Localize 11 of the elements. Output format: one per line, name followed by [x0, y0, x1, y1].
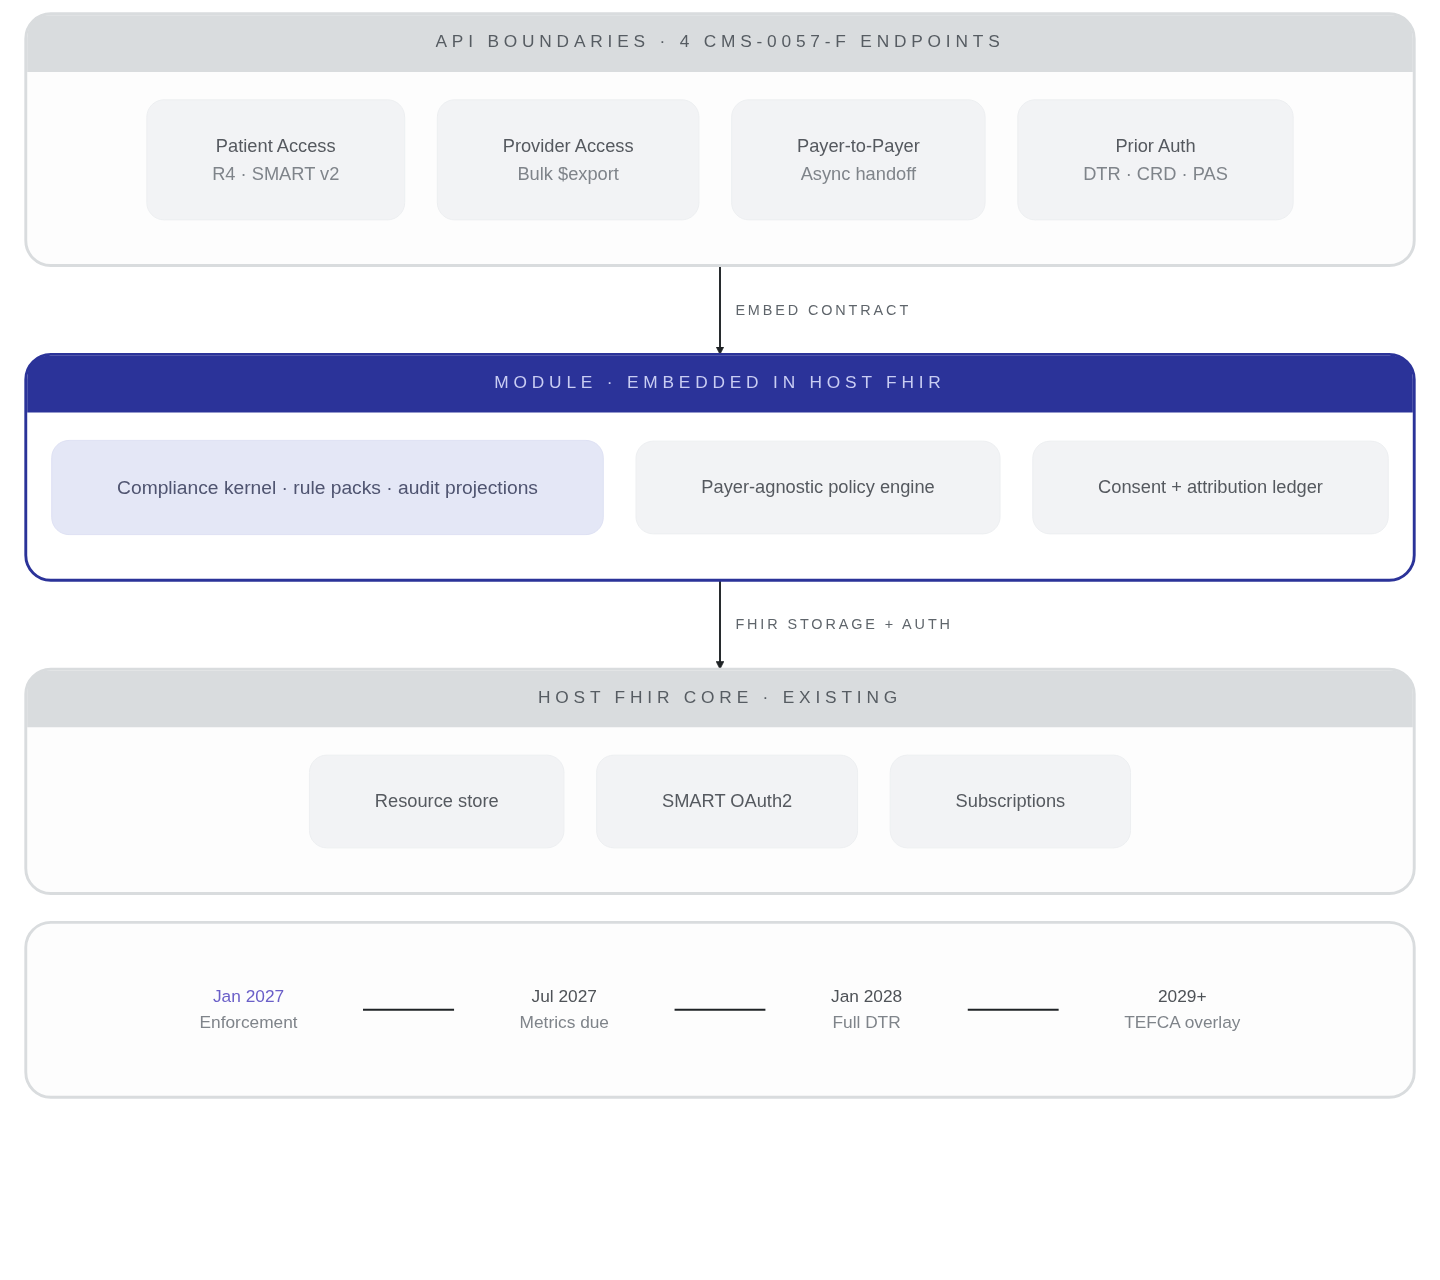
- connector: [362, 1008, 456, 1011]
- node-text: Jan 2028 Full DTR: [830, 986, 903, 1032]
- node-text: 2029+ TEFCA overlay: [1124, 986, 1241, 1032]
- node-text: Jan 2027 Enforcement: [199, 986, 298, 1032]
- node-box: Compliance kernel · rule packs · audit projections: [51, 439, 604, 536]
- cluster: [24, 920, 1416, 1099]
- connector: [673, 1008, 767, 1011]
- edge-label: EMBED CONTRACT: [735, 301, 912, 318]
- connector: [966, 1008, 1060, 1011]
- edge-label: FHIR STORAGE + AUTH: [735, 615, 953, 633]
- node-text: Jul 2027 Metrics due: [519, 986, 609, 1032]
